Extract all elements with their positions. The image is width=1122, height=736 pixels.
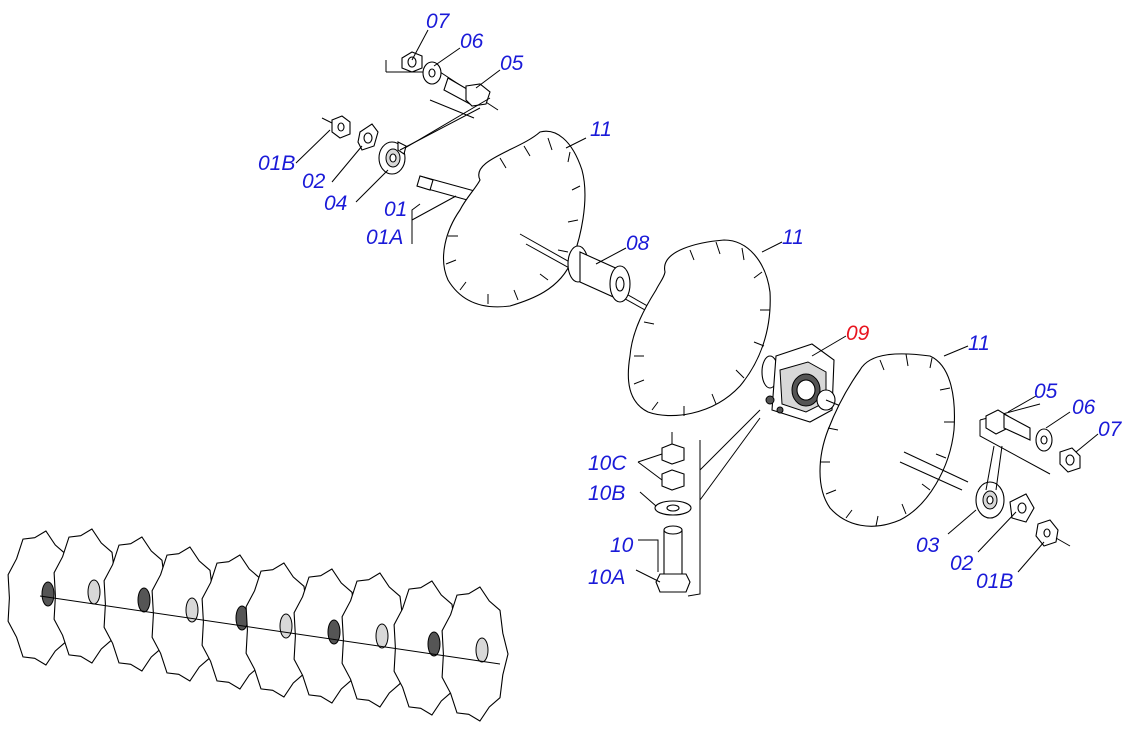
label-02-right: 02 (950, 552, 974, 575)
gang-axle (39, 595, 501, 665)
gang-disc (245, 562, 313, 698)
gang-disc-hub (327, 619, 341, 645)
label-01A: 01A (366, 226, 403, 249)
disc-11-first (443, 130, 586, 308)
nut-07-top (401, 51, 423, 73)
label-11-first: 11 (590, 118, 612, 141)
gang-disc-hub (137, 587, 151, 613)
label-01B-top: 01B (258, 152, 295, 175)
nut-01B-right (1035, 519, 1071, 547)
label-09: 09 (846, 322, 870, 345)
washer-06-right (1035, 428, 1053, 452)
label-05-top: 05 (500, 52, 524, 75)
nut-01B-top (321, 115, 351, 139)
fastener-group-10 (654, 409, 761, 597)
gang-disc (53, 528, 121, 664)
gang-disc-hub (185, 597, 199, 623)
gang-disc (441, 586, 509, 722)
label-03: 03 (916, 534, 940, 557)
gang-disc-hub (279, 613, 293, 639)
spacer-08 (567, 245, 631, 303)
label-10A: 10A (588, 566, 625, 589)
label-10B: 10B (588, 482, 625, 505)
nut-07-right (1059, 447, 1081, 473)
label-06-right: 06 (1072, 396, 1096, 419)
bearing-04 (378, 141, 407, 175)
bearing-housing-09 (761, 343, 861, 423)
disc-gang-overview (7, 528, 509, 722)
gang-disc-hub (475, 637, 489, 663)
flange-03 (975, 481, 1005, 519)
plate-02-top (357, 123, 379, 151)
gang-disc-hub (87, 579, 101, 605)
disc-11-second (627, 239, 771, 417)
label-07-top: 07 (426, 10, 451, 33)
label-10C: 10C (588, 452, 627, 475)
label-04: 04 (324, 192, 347, 215)
label-08: 08 (626, 232, 650, 255)
gang-disc (393, 580, 461, 716)
label-10: 10 (610, 534, 634, 557)
gang-disc-hub (427, 631, 441, 657)
plate-02-right (1009, 493, 1035, 523)
washer-06-top (422, 61, 442, 85)
label-07-right: 07 (1098, 418, 1122, 441)
gang-disc-hub (375, 623, 389, 649)
label-05-right: 05 (1034, 380, 1058, 403)
gang-disc (151, 546, 219, 682)
disc-11-third (819, 353, 955, 527)
label-11-third: 11 (968, 332, 990, 355)
leader-lines (295, 29, 1099, 583)
bolt-05-right (979, 403, 1051, 491)
gang-disc (7, 530, 75, 666)
label-01B-right: 01B (976, 570, 1013, 593)
shaft-01-top (399, 97, 501, 209)
gang-disc (341, 572, 409, 708)
gang-disc (293, 568, 361, 704)
bolt-05-top (385, 60, 499, 119)
label-02-top: 02 (302, 170, 326, 193)
label-11-second: 11 (782, 226, 804, 249)
gang-disc-hub (41, 581, 55, 607)
label-01: 01 (384, 198, 407, 221)
label-06-top: 06 (460, 30, 484, 53)
